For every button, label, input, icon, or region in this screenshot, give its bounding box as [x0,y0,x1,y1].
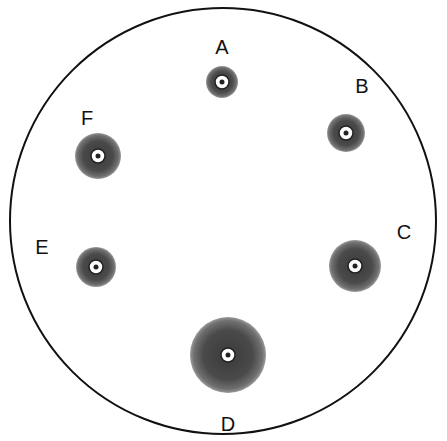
disc-d [190,317,266,393]
disc-b [327,114,365,152]
disc-letter: F [81,108,93,128]
disc-letter: A [215,37,228,57]
disc-letter: E [35,237,48,257]
disc-e [76,247,116,287]
dish-outline [10,8,436,434]
disc-letter: D [221,414,235,434]
disc-letter: B [355,76,368,96]
disc-letter: C [397,222,411,242]
disc-c [329,240,381,292]
disc-a [206,66,238,98]
disc-f [75,133,121,179]
